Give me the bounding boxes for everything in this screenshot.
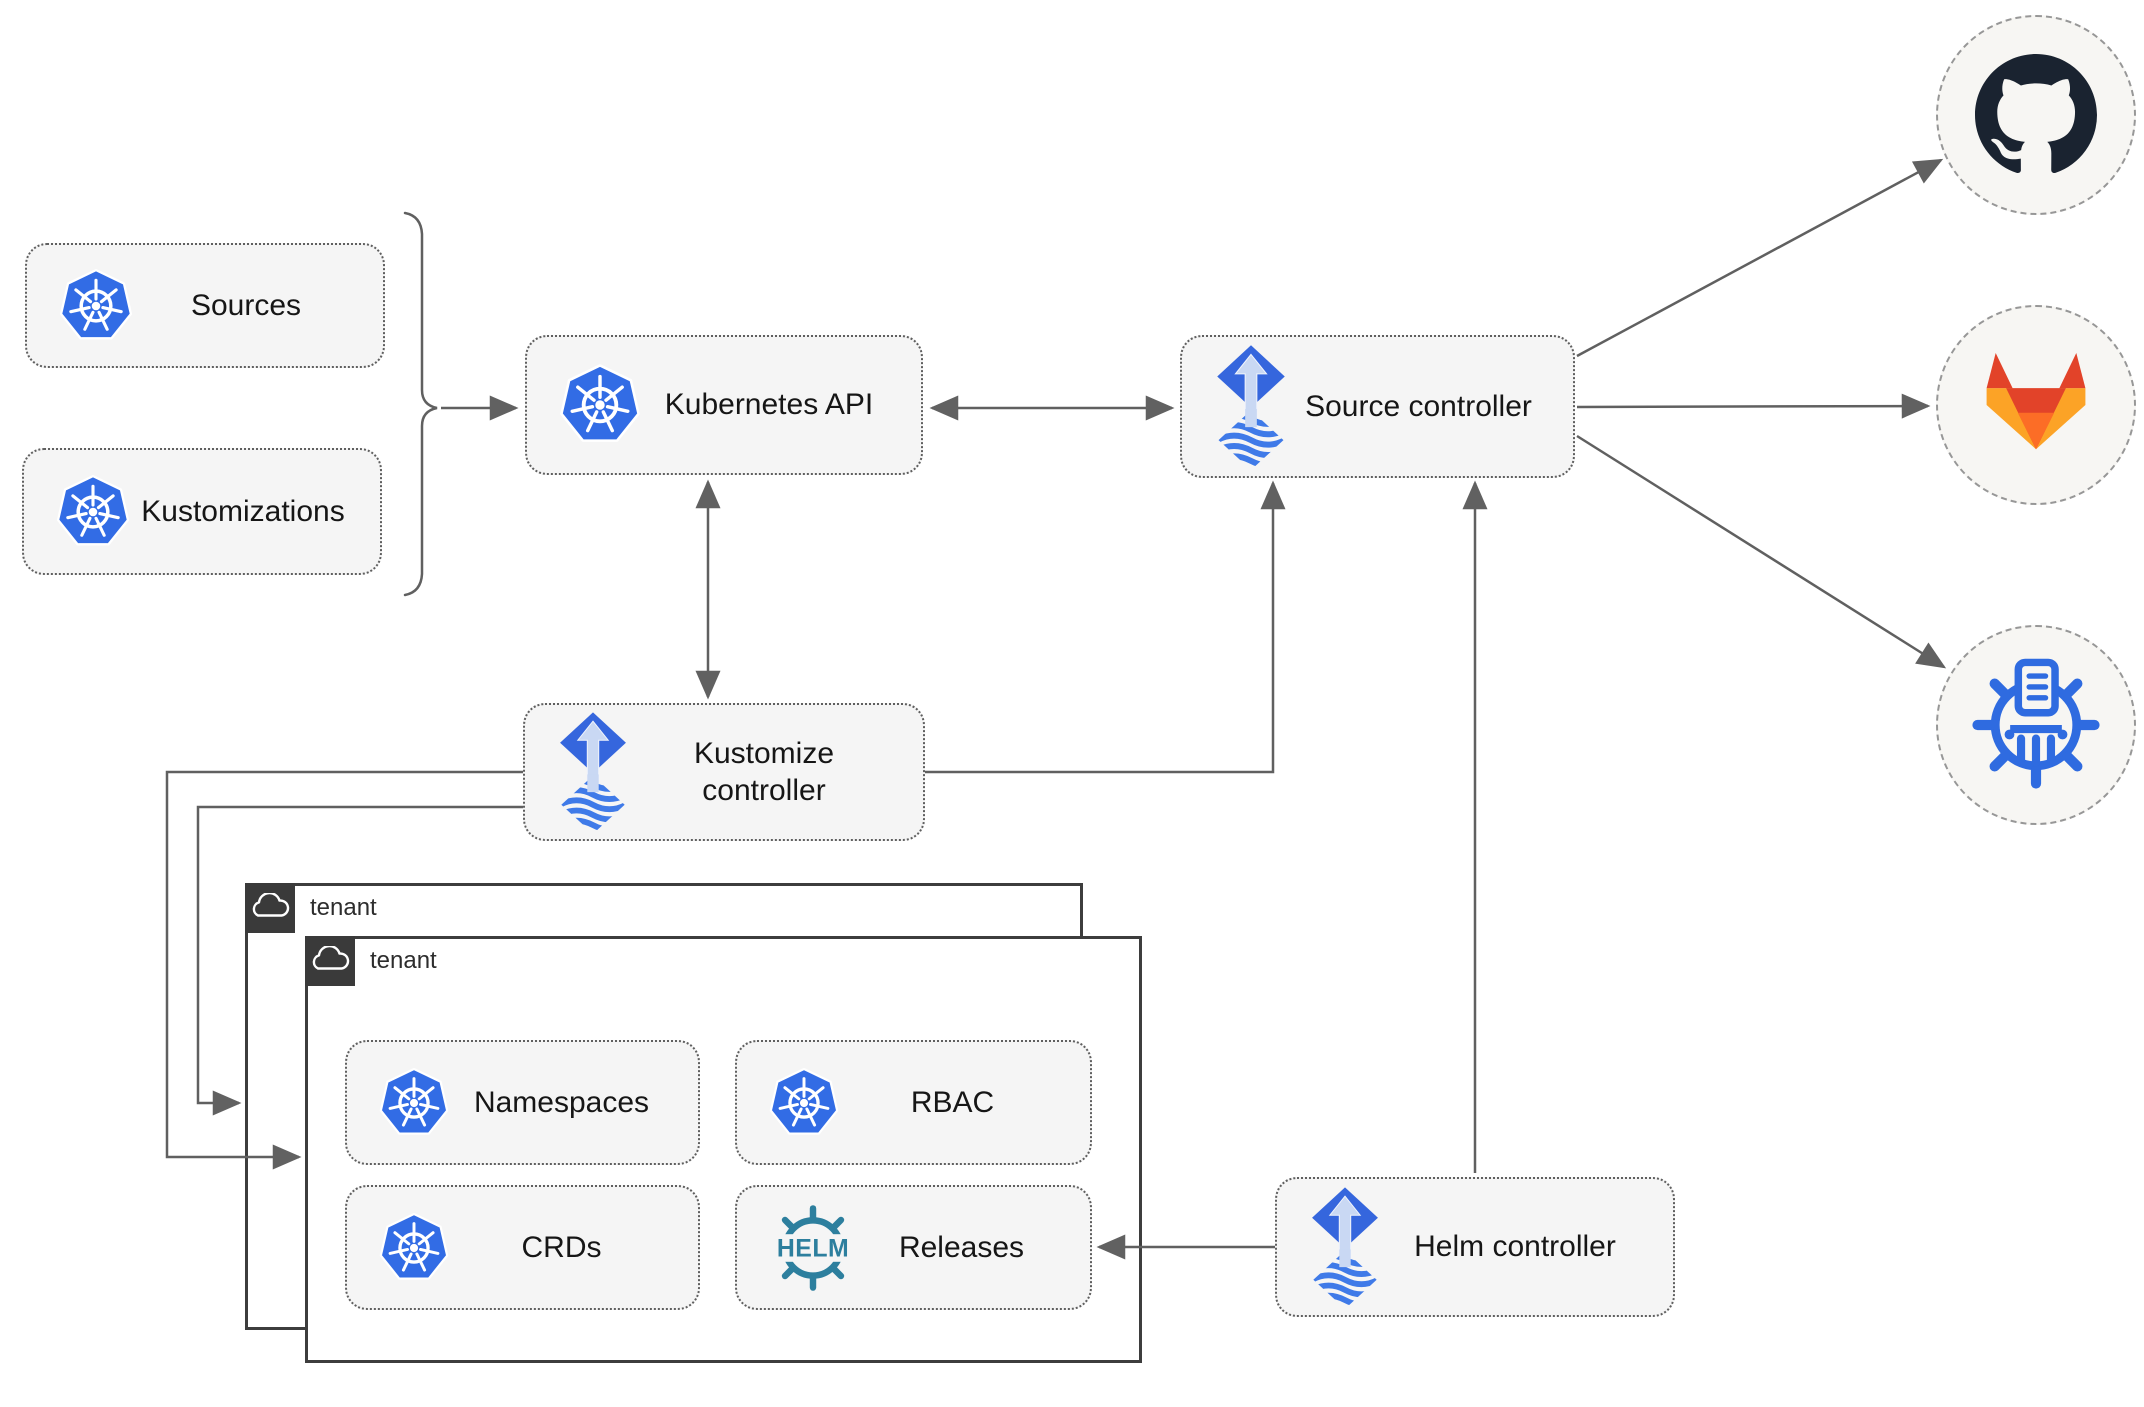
node-releases: HELM Releases (735, 1185, 1092, 1310)
node-crds: CRDs (345, 1185, 700, 1310)
kubernetes-icon (54, 473, 132, 551)
node-label: Releases (898, 1230, 1025, 1264)
github-icon (1975, 54, 2097, 173)
node-kubernetes-api: Kubernetes API (525, 335, 923, 475)
node-source-controller: Source controller (1180, 335, 1575, 478)
flux-icon (555, 711, 631, 834)
node-helm-controller: Helm controller (1275, 1177, 1675, 1317)
svg-text:HELM: HELM (777, 1235, 849, 1262)
node-label: Kustomizations (141, 494, 345, 528)
kubernetes-icon (377, 1211, 451, 1285)
brace-sources-group (403, 211, 438, 597)
node-label: Kustomize controller (693, 736, 835, 808)
flux-icon (1307, 1186, 1383, 1309)
tenant-tab (245, 883, 295, 933)
endpoint-helm-repository (1936, 625, 2136, 825)
helm-icon: HELM (767, 1202, 859, 1294)
node-kustomize-controller: Kustomize controller (523, 703, 925, 841)
node-label: Namespaces (473, 1085, 650, 1119)
cloud-icon (312, 946, 350, 970)
node-label: Source controller (1305, 389, 1532, 423)
node-kustomizations: Kustomizations (22, 448, 382, 575)
node-label: RBAC (910, 1085, 995, 1119)
flux-icon (1212, 344, 1290, 470)
node-label: Sources (190, 288, 302, 322)
kubernetes-icon (767, 1066, 841, 1140)
node-label: CRDs (521, 1230, 602, 1264)
endpoint-github (1936, 15, 2136, 215)
node-rbac: RBAC (735, 1040, 1092, 1165)
node-label: Helm controller (1414, 1230, 1616, 1264)
edge-kustomize-to-source-controller (925, 480, 1286, 774)
gitlab-icon (1986, 353, 2086, 450)
kubernetes-icon (557, 362, 643, 448)
endpoint-gitlab (1936, 305, 2136, 505)
edge-source-to-github (1576, 158, 1944, 358)
chartmuseum-icon (1968, 657, 2104, 793)
tenant-label: tenant (370, 947, 437, 974)
edge-source-to-gitlab (1576, 393, 1931, 419)
node-label: Kubernetes API (664, 388, 874, 422)
tenant-tab (305, 936, 355, 986)
kubernetes-icon (377, 1066, 451, 1140)
cloud-icon (252, 893, 290, 917)
node-namespaces: Namespaces (345, 1040, 700, 1165)
node-sources: Sources (25, 243, 385, 368)
kubernetes-icon (57, 267, 135, 345)
edge-source-to-helm-repository (1576, 434, 1947, 669)
tenant-label: tenant (310, 894, 377, 921)
